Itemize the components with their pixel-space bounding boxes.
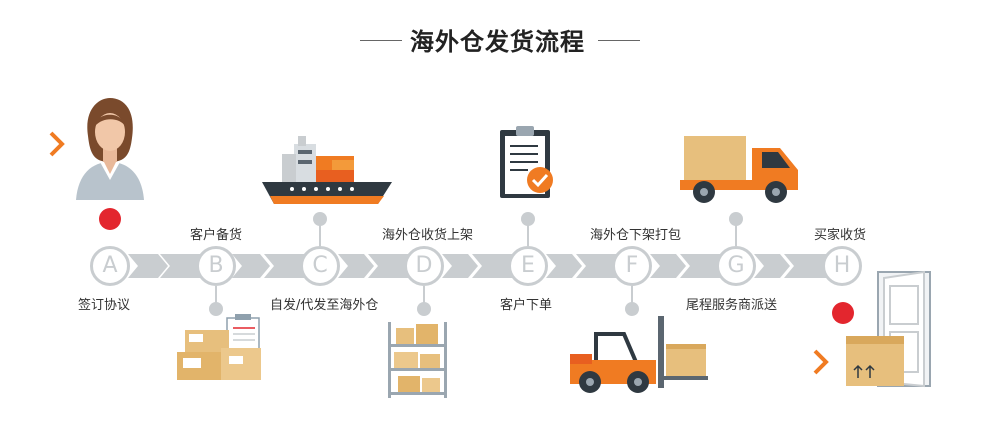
start-chevron-icon (49, 131, 65, 157)
connector-c (319, 222, 321, 246)
track-segment-e-f (546, 254, 582, 278)
track-segment-b-c (232, 254, 270, 278)
knob-f (625, 302, 639, 316)
step-c-node: C (300, 246, 340, 286)
track-segment-a-b (128, 254, 168, 278)
step-a-node: A (90, 246, 130, 286)
step-e-label: 客户下单 (500, 298, 553, 313)
step-c-letter: C (312, 253, 328, 278)
knob-b (209, 302, 223, 316)
knob-d (417, 302, 431, 316)
connector-b (215, 286, 217, 308)
step-d-letter: D (415, 253, 433, 278)
step-b-node: B (196, 246, 236, 286)
forklift-icon (570, 316, 708, 393)
packed-boxes-icon (177, 314, 261, 380)
connector-d (423, 286, 425, 308)
connector-g (735, 222, 737, 246)
step-f-letter: F (625, 253, 639, 278)
title-area: 海外仓发货流程 (0, 18, 1000, 58)
connector-f (631, 286, 633, 308)
step-d-label: 海外仓收货上架 (382, 228, 474, 243)
track-segment-f-g (650, 254, 686, 278)
step-b-letter: B (208, 253, 224, 278)
step-h-letter: H (833, 253, 851, 278)
step-f-node: F (612, 246, 652, 286)
step-e-letter: E (521, 253, 535, 278)
step-g-label: 尾程服务商派送 (686, 298, 778, 313)
step-a-letter: A (102, 253, 118, 278)
track-segment-d-e (442, 254, 478, 278)
clipboard-check-icon (500, 126, 553, 198)
step-c-label: 自发/代发至海外仓 (270, 298, 379, 313)
step-a-label: 签订协议 (78, 298, 131, 313)
title-right-line (598, 40, 640, 41)
delivery-truck-icon (680, 136, 798, 203)
step-h-label: 买家收货 (814, 228, 867, 243)
track-segment-c-d (338, 254, 374, 278)
end-chevron-icon (813, 349, 829, 375)
step-b-label: 客户备货 (190, 228, 243, 243)
knob-g (729, 212, 743, 226)
step-g-letter: G (727, 253, 745, 278)
step-f-label: 海外仓下架打包 (590, 228, 682, 243)
end-marker (832, 302, 854, 324)
step-g-node: G (716, 246, 756, 286)
step-e-node: E (508, 246, 548, 286)
connector-e (527, 222, 529, 246)
track-segment-g-h (754, 254, 790, 278)
step-d-node: D (404, 246, 444, 286)
start-marker (99, 208, 121, 230)
step-h-node: H (822, 246, 862, 286)
woman-avatar-icon (76, 98, 144, 200)
page-title: 海外仓发货流程 (410, 28, 585, 56)
title-left-line (360, 40, 402, 41)
warehouse-shelf-icon (388, 322, 447, 398)
knob-c (313, 212, 327, 226)
knob-e (521, 212, 535, 226)
door-package-icon (846, 270, 931, 388)
cargo-ship-icon (262, 136, 392, 204)
